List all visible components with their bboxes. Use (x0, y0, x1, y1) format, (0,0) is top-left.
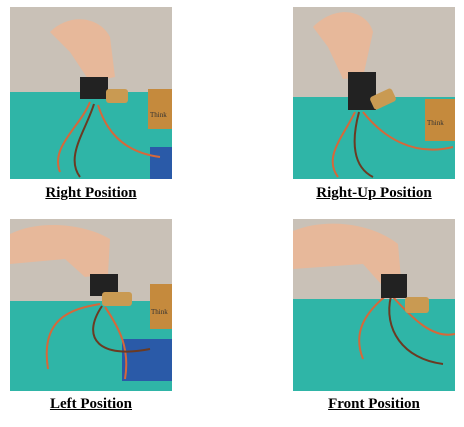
photo-left-position: Think (10, 219, 172, 391)
servo-photo-right: Think (10, 7, 172, 179)
caption-right-up-position: Right-Up Position (316, 185, 432, 201)
servo-photo-right-up: Think (293, 7, 455, 179)
photo-front-position (293, 219, 455, 391)
caption-left-position: Left Position (49, 396, 133, 412)
caption-front-position: Front Position (328, 396, 420, 412)
servo-photo-left: Think (10, 219, 172, 391)
servo-photo-front (293, 219, 455, 391)
box-label: Think (151, 308, 168, 316)
box-label: Think (150, 111, 167, 119)
caption-right-position: Right Position (45, 185, 137, 201)
box-label: Think (427, 119, 444, 127)
photo-right-up-position: Think (293, 7, 455, 179)
photo-right-position: Think (10, 7, 172, 179)
